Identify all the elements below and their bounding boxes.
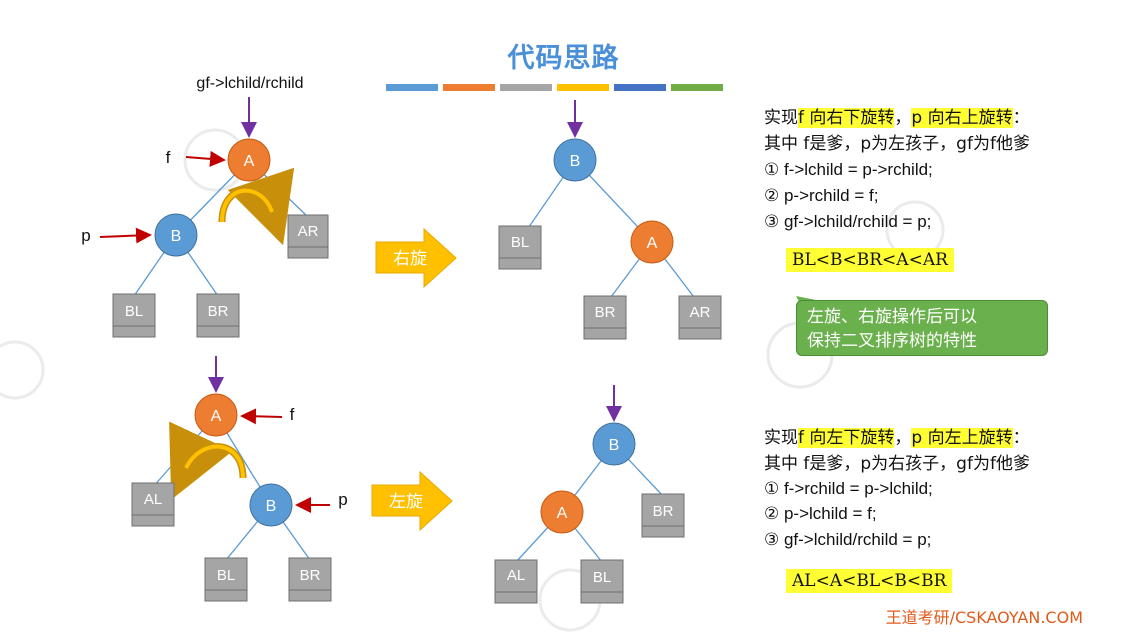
svg-text:AL: AL bbox=[507, 567, 525, 584]
svg-text:BR: BR bbox=[595, 304, 616, 321]
node-A-label: A bbox=[244, 153, 255, 170]
top-order-relation: BL<B<BR<A<AR bbox=[786, 248, 954, 272]
svg-text:AL: AL bbox=[144, 491, 162, 508]
subtree-BR: BR bbox=[641, 493, 685, 538]
node-B-label: B bbox=[570, 153, 581, 170]
bottom-desc-sep: ， bbox=[894, 428, 912, 448]
top-desc-prefix: 实现 bbox=[764, 108, 798, 128]
node-B bbox=[249, 483, 293, 527]
subtree-AR: AR bbox=[287, 214, 329, 259]
subtree-BL: BL bbox=[112, 293, 156, 338]
top-step-2: ② p->rchild = f; bbox=[764, 186, 879, 205]
node-B-label: B bbox=[609, 437, 620, 454]
svg-text:左旋: 左旋 bbox=[389, 492, 423, 512]
bottom-desc-line2: 其中 f是爹，p为右孩子，gf为f他爹 bbox=[764, 454, 1030, 474]
top-desc-highlight-p: p 向右上旋转 bbox=[911, 108, 1013, 128]
color-bar-gray bbox=[500, 84, 552, 91]
svg-text:BL: BL bbox=[125, 303, 143, 320]
node-A-label: A bbox=[211, 408, 222, 425]
bottom-step-1: ① f->rchild = p->lchild; bbox=[764, 479, 933, 498]
node-A bbox=[630, 220, 674, 264]
node-B-label: B bbox=[266, 498, 277, 515]
svg-text:BL: BL bbox=[217, 567, 235, 584]
p-label: p bbox=[81, 226, 90, 245]
subtree-BR: BR bbox=[288, 557, 332, 602]
bottom-desc-highlight-f: f 向左下旋转 bbox=[798, 428, 895, 448]
f-label: f bbox=[290, 405, 295, 424]
f-pointer-arrow bbox=[185, 150, 226, 167]
bottom-desc-prefix: 实现 bbox=[764, 428, 798, 448]
svg-text:AR: AR bbox=[690, 304, 711, 321]
bottom-step-3: ③ gf->lchild/rchild = p; bbox=[764, 530, 932, 549]
rotate-left-arc-inner bbox=[184, 444, 245, 479]
color-bar-blue bbox=[386, 84, 438, 91]
top-desc-line2: 其中 f是爹，p为左孩子，gf为f他爹 bbox=[764, 134, 1030, 154]
subtree-AL: AL bbox=[131, 482, 175, 527]
bottom-order-relation: AL<A<BL<B<BR bbox=[786, 569, 953, 593]
node-A bbox=[227, 138, 271, 182]
subtree-AL: AL bbox=[494, 559, 538, 604]
rotate-right-arc-inner bbox=[220, 188, 274, 223]
subtree-BL: BL bbox=[580, 559, 624, 604]
svg-text:右旋: 右旋 bbox=[393, 249, 427, 269]
subtree-BL: BL bbox=[498, 225, 542, 270]
svg-text:BL: BL bbox=[511, 234, 529, 251]
bottom-step-2: ② p->lchild = f; bbox=[764, 504, 877, 523]
subtree-BR: BR bbox=[583, 295, 627, 340]
f-label: f bbox=[166, 148, 171, 167]
svg-text:BR: BR bbox=[208, 303, 229, 320]
top-desc-sep: ， bbox=[894, 108, 912, 128]
slide-title: 代码思路 bbox=[507, 43, 620, 74]
top-step-1: ① f->lchild = p->rchild; bbox=[764, 160, 933, 179]
bottom-desc-highlight-p: p 向左上旋转 bbox=[911, 428, 1013, 448]
top-desc-highlight-f: f 向右下旋转 bbox=[798, 108, 895, 128]
node-B bbox=[553, 138, 597, 182]
bottom-desc-colon: ： bbox=[1012, 428, 1030, 448]
node-B bbox=[154, 213, 198, 257]
note-line2: 保持二叉排序树的特性 bbox=[807, 331, 977, 351]
subtree-BL: BL bbox=[204, 557, 248, 602]
node-A-label: A bbox=[557, 505, 568, 522]
rotate-right-arrow: 右旋 bbox=[375, 227, 457, 289]
f-pointer-arrow bbox=[240, 408, 283, 425]
svg-text:BR: BR bbox=[653, 503, 674, 520]
node-A-label: A bbox=[647, 235, 658, 252]
color-bar-green bbox=[671, 84, 723, 91]
p-pointer-arrow bbox=[99, 227, 152, 244]
p-label: p bbox=[338, 490, 347, 509]
color-bar-darkblue bbox=[614, 84, 666, 91]
svg-text:AR: AR bbox=[298, 223, 319, 240]
bottom-desc-line1: 实现f 向左下旋转，p 向左上旋转： bbox=[764, 425, 1030, 451]
footer-brand: 王道考研/CSKAOYAN.COM bbox=[885, 608, 1083, 627]
node-B-label: B bbox=[171, 228, 182, 245]
top-step-3: ③ gf->lchild/rchild = p; bbox=[764, 212, 932, 231]
gf-label: gf->lchild/rchild bbox=[196, 75, 303, 92]
note-callout: 左旋、右旋操作后可以 保持二叉排序树的特性 bbox=[796, 300, 1048, 356]
subtree-AR: AR bbox=[678, 295, 722, 340]
top-desc-line1: 实现f 向右下旋转，p 向右上旋转： bbox=[764, 105, 1030, 131]
node-B bbox=[592, 422, 636, 466]
svg-text:BL: BL bbox=[593, 569, 611, 586]
rotate-left-arrow: 左旋 bbox=[371, 470, 453, 532]
svg-text:BR: BR bbox=[300, 567, 321, 584]
node-A bbox=[194, 393, 238, 437]
color-bar-orange bbox=[443, 84, 495, 91]
color-bar-yellow bbox=[557, 84, 609, 91]
top-desc-colon: ： bbox=[1012, 108, 1030, 128]
subtree-BR: BR bbox=[196, 293, 240, 338]
node-A bbox=[540, 490, 584, 534]
note-line1: 左旋、右旋操作后可以 bbox=[807, 307, 977, 327]
